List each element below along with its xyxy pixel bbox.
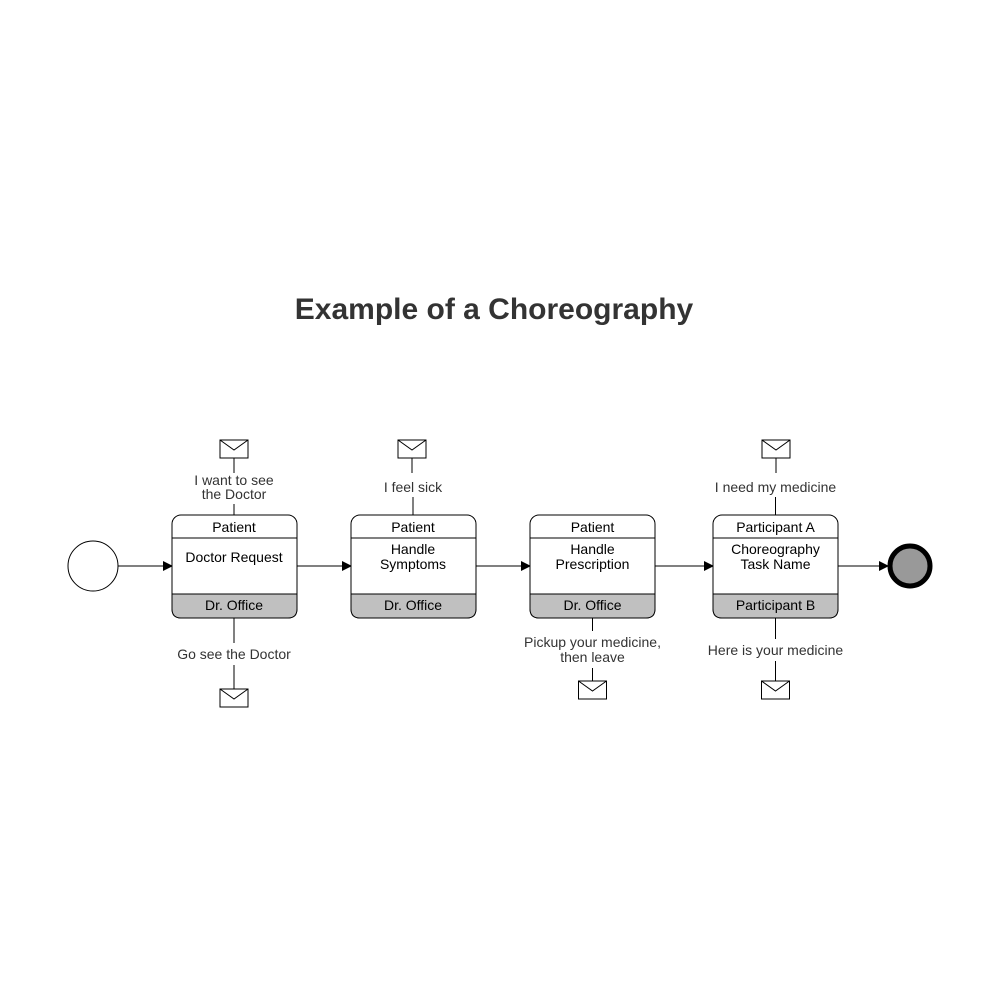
message-label: I feel sick <box>384 479 443 495</box>
message-label: Here is your medicine <box>708 642 844 658</box>
end-event[interactable] <box>887 543 933 589</box>
task-name: Symptoms <box>380 556 446 572</box>
message-label: the Doctor <box>202 486 267 502</box>
task-name: Prescription <box>556 556 630 572</box>
start-event[interactable] <box>67 540 119 592</box>
task-name: Handle <box>391 541 436 557</box>
bottom-participant-band <box>712 593 839 619</box>
top-participant-label: Patient <box>212 519 256 535</box>
initiating-message-icon[interactable] <box>219 439 249 459</box>
bottom-participant-label: Dr. Office <box>205 597 263 613</box>
return-message-icon[interactable] <box>578 680 607 700</box>
bottom-participant-band <box>529 593 656 619</box>
diagram-title: Example of a Choreography <box>295 293 694 326</box>
return-message-icon[interactable] <box>761 680 790 700</box>
task-name: Handle <box>570 541 615 557</box>
initiating-message-icon[interactable] <box>397 439 427 459</box>
initiating-message-icon[interactable] <box>761 439 791 459</box>
bottom-participant-band <box>171 593 298 619</box>
return-message-icon[interactable] <box>219 688 249 708</box>
message-label: then leave <box>560 649 625 665</box>
message-label: I want to see <box>194 472 274 488</box>
bottom-participant-label: Dr. Office <box>384 597 442 613</box>
choreography-task[interactable]: Participant A Participant B ChoreographyTa… <box>712 514 839 619</box>
bottom-participant-label: Dr. Office <box>563 597 621 613</box>
message-label: Go see the Doctor <box>177 646 291 662</box>
bottom-participant-label: Participant B <box>736 597 815 613</box>
message-label: I need my medicine <box>715 479 837 495</box>
top-participant-label: Participant A <box>736 519 815 535</box>
task-name: Task Name <box>740 556 810 572</box>
task-name: Doctor Request <box>185 549 282 565</box>
top-participant-label: Patient <box>571 519 615 535</box>
message-label: Pickup your medicine, <box>524 634 661 650</box>
bottom-participant-band <box>350 593 477 619</box>
top-participant-label: Patient <box>391 519 435 535</box>
task-name: Choreography <box>731 541 820 557</box>
